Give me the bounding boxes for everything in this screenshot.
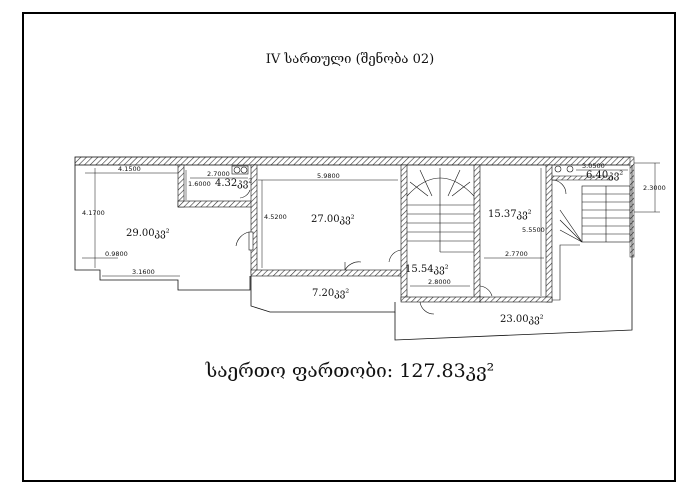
stair-main [406, 168, 475, 253]
wall-top [74, 156, 633, 166]
room-area-label: 7.20კვ² [312, 288, 349, 299]
dim-label: 1.6000 [188, 180, 211, 188]
room-area-label: 15.37კვ² [488, 209, 532, 220]
floor-title: IV სართული (შენობა 02) [265, 52, 435, 67]
room-area-label: 15.54კვ² [405, 264, 449, 275]
drawing-frame [22, 12, 676, 482]
room-area-label: 4.32კვ² [215, 178, 252, 189]
room-area-label: 6.40კვ² [586, 170, 623, 181]
dim-label: 2.7000 [207, 170, 230, 178]
wall-storage-bottom [177, 200, 254, 208]
balcony-bottom-outline [250, 276, 396, 313]
dim-label: 4.5200 [264, 213, 287, 221]
wall-bath-bottom [551, 175, 613, 181]
dim-label: 5.5500 [522, 226, 545, 234]
toilet-icon [231, 165, 249, 175]
door-bath [551, 179, 567, 195]
wall-room3-bottom [250, 269, 402, 277]
dimension-lines [82, 162, 660, 296]
dim-label: 4.1700 [82, 209, 105, 217]
door-terrace [419, 285, 493, 315]
dim-label: 3.0500 [582, 162, 605, 170]
door-room1 [235, 231, 254, 251]
wall-stair-right [473, 164, 481, 301]
door-room3-bottom [344, 261, 362, 271]
door-storage [239, 189, 251, 199]
dim-label: 2.7700 [505, 250, 528, 258]
dim-label: 5.9800 [317, 172, 340, 180]
dim-label: 2.8000 [428, 278, 451, 286]
wall-stair-bottom [400, 296, 482, 303]
room-area-label: 23.00კვ² [500, 314, 544, 325]
wall-storage [177, 164, 185, 208]
wall-room4-right [545, 164, 553, 303]
terrace-inner [552, 244, 580, 301]
total-area: საერთო ფართობი: 127.83კვ² [205, 360, 495, 382]
dim-label: 0.9800 [105, 250, 128, 258]
door-stair [388, 249, 402, 263]
dim-label: 3.1600 [132, 268, 155, 276]
terrace-outline [394, 165, 633, 341]
wall-room4-bottom [479, 296, 553, 303]
wall-stair-left [400, 164, 408, 301]
stair-right [559, 185, 631, 243]
sink-icon [554, 165, 574, 173]
dim-label: 4.1500 [118, 165, 141, 173]
balcony-left-outline [74, 165, 251, 291]
room-area-label: 29.00კვ² [126, 228, 170, 239]
room-area-label: 27.00კვ² [311, 214, 355, 225]
dim-label: 2.3000 [643, 184, 666, 192]
